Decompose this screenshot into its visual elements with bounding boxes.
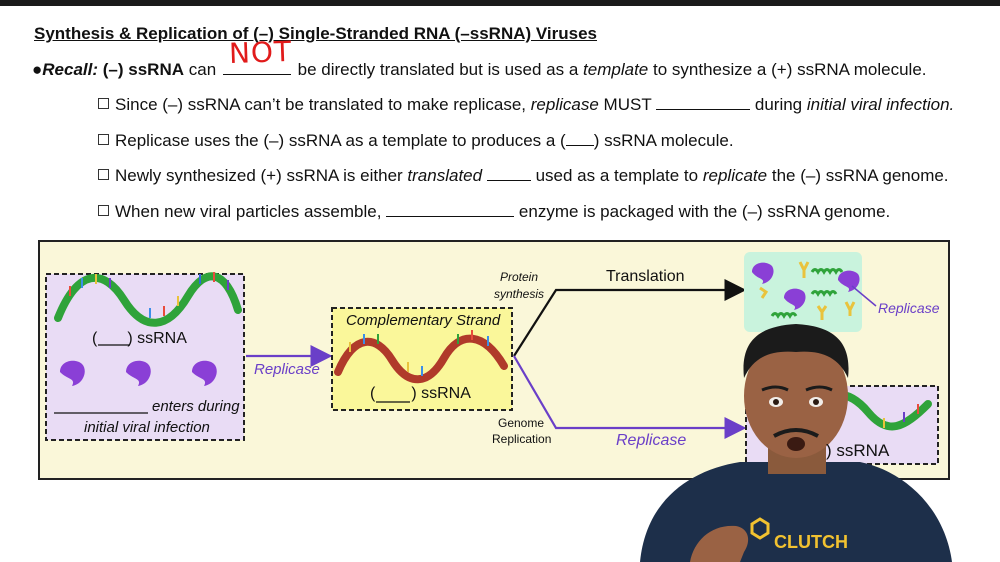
recall-rest-b: to synthesize a (+) ssRNA molecule. xyxy=(652,60,927,79)
left-box xyxy=(45,273,245,441)
bullet-1-during: during xyxy=(754,95,803,114)
translation-label: Translation xyxy=(606,268,685,285)
presenter-figure xyxy=(640,324,952,562)
protein-coil-3 xyxy=(810,290,838,297)
bullet-2: Replicase uses the (–) ssRNA as a templa… xyxy=(98,131,734,151)
checkbox-1 xyxy=(98,98,109,109)
recall-subject: (–) ssRNA xyxy=(102,60,185,79)
recall-template-word: template xyxy=(583,60,649,79)
checkbox-3 xyxy=(98,169,109,180)
protein-coil-1 xyxy=(810,268,844,275)
clutch-logo-text: CLUTCH xyxy=(774,532,848,552)
bullet-1-replicase: replicase xyxy=(530,95,599,114)
checkbox-2 xyxy=(98,134,109,145)
recall-can: can xyxy=(188,60,217,79)
bullet-3-text-c: used as a template to xyxy=(535,166,699,185)
checkbox-4 xyxy=(98,205,109,216)
bullet-1: Since (–) ssRNA can’t be translated to m… xyxy=(98,95,954,115)
arrow-replicase-label-2: Replicase xyxy=(616,432,687,449)
bullet-3-text-e: the (–) ssRNA genome. xyxy=(771,166,949,185)
genome-label: Genome xyxy=(498,416,545,430)
bullet-3-text-a: Newly synthesized (+) ssRNA is either xyxy=(115,166,403,185)
bullet-4-text-a: When new viral particles assemble, xyxy=(115,202,382,221)
middle-box-title: Complementary Strand xyxy=(346,312,501,329)
bullet-2-text-a: Replicase uses the (–) ssRNA as a templa… xyxy=(115,131,566,150)
protein-y-3 xyxy=(759,286,769,299)
bullet-4-blank xyxy=(386,204,515,217)
middle-ssrna-label: () ssRNA xyxy=(370,385,471,402)
recall-blank: NOT xyxy=(222,35,293,75)
bullet-4-text-b: enzyme is packaged with the (–) ssRNA ge… xyxy=(518,202,891,221)
protein-enzyme-1 xyxy=(752,262,774,284)
replicase-callout-label: Replicase xyxy=(878,300,940,316)
top-bar xyxy=(0,0,1000,6)
replication-label: Replication xyxy=(492,432,552,446)
middle-box xyxy=(331,307,513,411)
bullet-3-replicate: replicate xyxy=(702,166,768,185)
bullet-1-must: MUST xyxy=(603,95,652,114)
recall-bullet: ● xyxy=(32,60,43,79)
replicase-enzyme-3 xyxy=(192,360,217,386)
protein-coil-2 xyxy=(770,312,798,319)
bullet-3-translated: translated xyxy=(407,166,483,185)
bullet-4: When new viral particles assemble, enzym… xyxy=(98,202,890,222)
bullet-1-text-a: Since (–) ssRNA can’t be translated to m… xyxy=(115,95,527,114)
replicase-enzyme-1 xyxy=(60,360,85,386)
arrow-translation xyxy=(513,279,747,357)
bullet-3: Newly synthesized (+) ssRNA is either tr… xyxy=(98,166,949,186)
arrow-replicase-label-1: Replicase xyxy=(254,361,320,378)
bullet-2-text-b: ) ssRNA molecule. xyxy=(593,131,734,150)
protein-label: Protein xyxy=(500,270,539,284)
bullet-1-initial: initial viral infection. xyxy=(806,95,955,114)
left-enters-label: enters during xyxy=(152,398,240,415)
recall-label: Recall: xyxy=(42,60,99,79)
replicase-callout-line xyxy=(851,285,877,307)
middle-ssrna-strand xyxy=(334,330,508,384)
bullet-1-blank xyxy=(656,97,751,110)
recall-rest-a: be directly translated but is used as a xyxy=(297,60,579,79)
left-infection-label: initial viral infection xyxy=(84,419,210,436)
replicase-enzyme-2 xyxy=(126,360,151,386)
synthesis-label: synthesis xyxy=(494,287,545,301)
left-ssrna-strand xyxy=(54,272,242,327)
bullet-2-blank xyxy=(565,133,594,146)
clutch-logo-icon xyxy=(750,517,770,540)
bullet-3-blank xyxy=(486,168,531,181)
left-ssrna-label: () ssRNA xyxy=(92,330,187,347)
protein-y-4 xyxy=(844,301,856,316)
arrow-genome-replication xyxy=(513,355,747,439)
protein-y-2 xyxy=(816,305,828,320)
page-title: Synthesis & Replication of (–) Single-St… xyxy=(34,24,598,43)
right-ssrna-label: ) ssRNA xyxy=(826,441,890,460)
recall-line: ●Recall: (–) ssRNA can NOT be directly t… xyxy=(32,35,927,80)
protein-y-1 xyxy=(798,261,810,278)
protein-enzyme-2 xyxy=(784,288,806,310)
protein-enzyme-3 xyxy=(838,270,860,292)
